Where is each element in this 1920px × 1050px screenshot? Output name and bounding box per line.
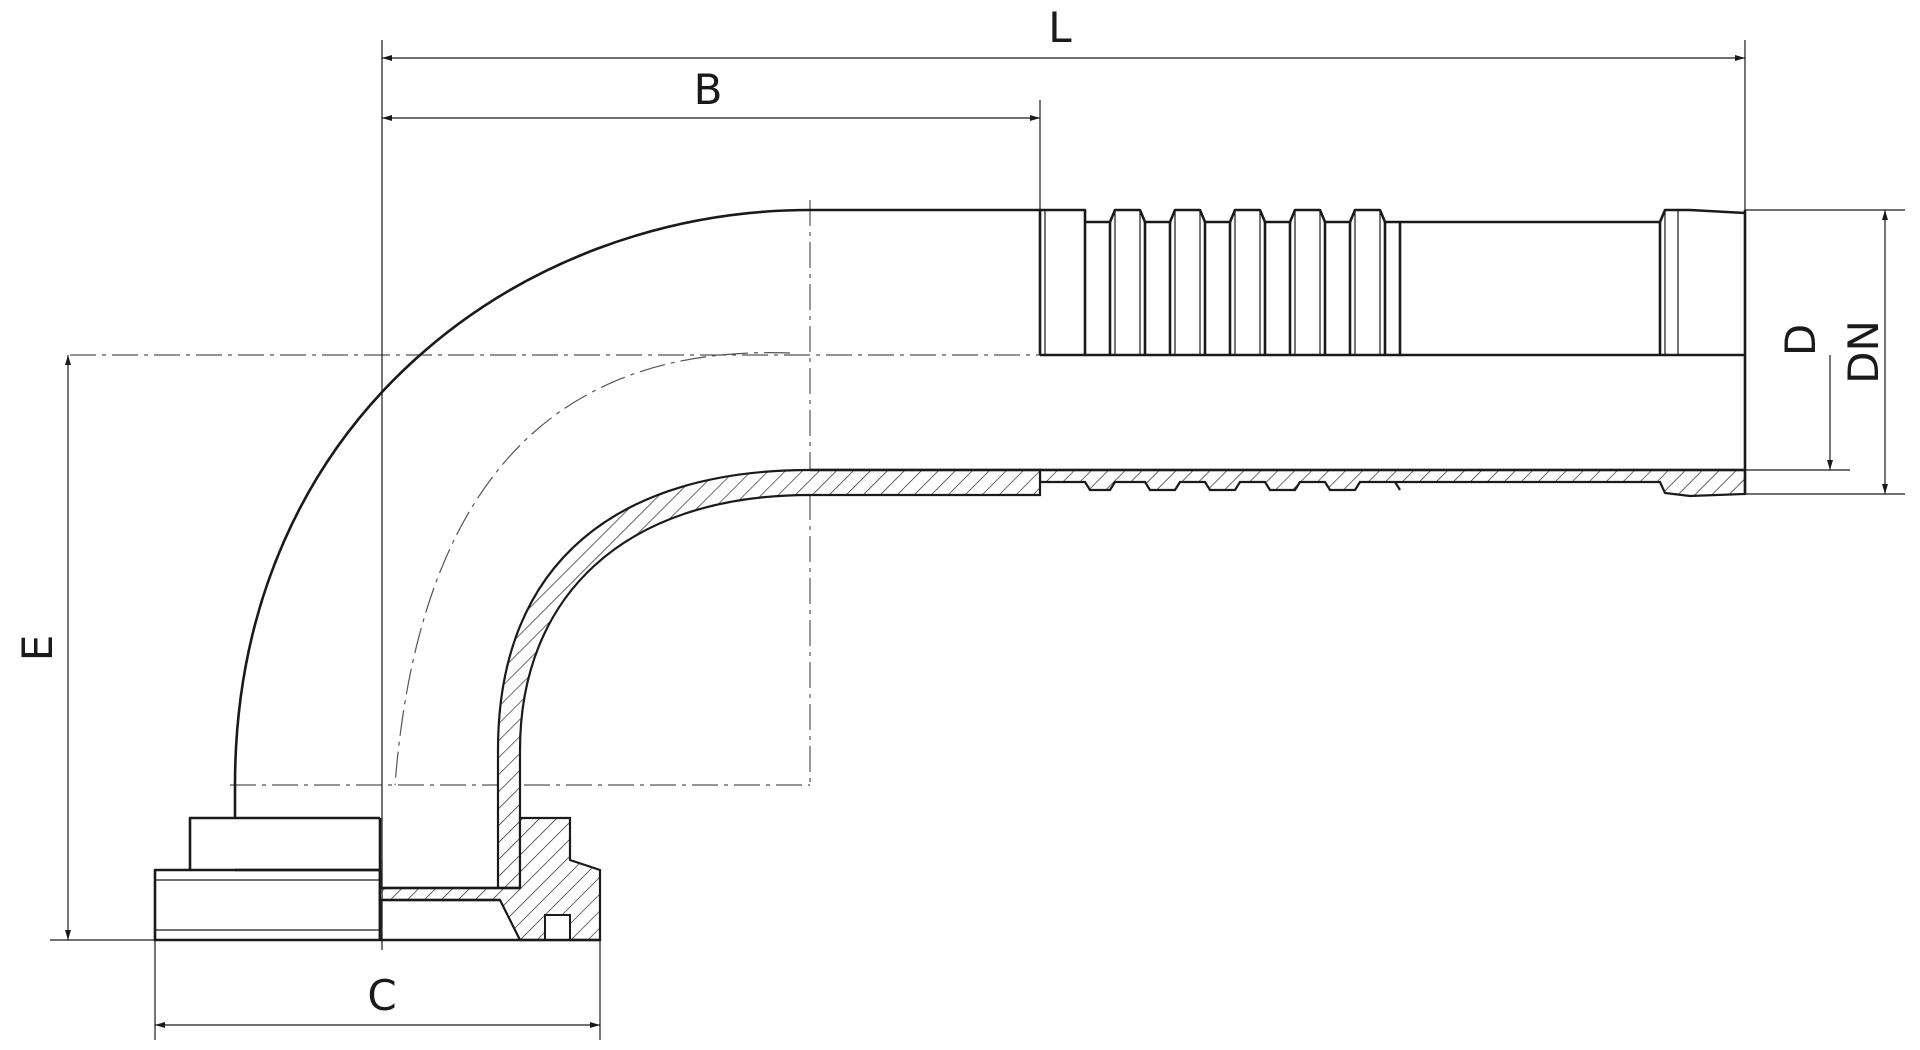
dimension-labels: L B C E D DN xyxy=(13,3,1888,1020)
seal-groove xyxy=(544,914,571,941)
label-B: B xyxy=(694,65,723,114)
label-D: D xyxy=(1776,324,1825,356)
label-DN: DN xyxy=(1839,320,1888,384)
label-C: C xyxy=(367,971,396,1020)
nut-outline-left xyxy=(153,816,382,942)
extension-lines xyxy=(50,40,1905,1040)
pipe-body xyxy=(233,208,1747,890)
label-L: L xyxy=(1048,3,1072,52)
label-E: E xyxy=(13,635,62,662)
flange-nut xyxy=(153,816,602,942)
shank-tail-top xyxy=(1400,208,1746,224)
hose-shank xyxy=(1038,208,1746,355)
bend-wall-section xyxy=(496,468,1042,890)
outer-bend-contour xyxy=(233,208,1040,818)
barb-profile-top xyxy=(1085,208,1400,224)
center-lines xyxy=(70,200,1745,940)
dimension-lines xyxy=(65,55,1888,1028)
straight-wall-section xyxy=(810,468,1747,498)
shank-start-collar xyxy=(1040,208,1087,355)
bend-mid-centerline xyxy=(394,352,791,786)
